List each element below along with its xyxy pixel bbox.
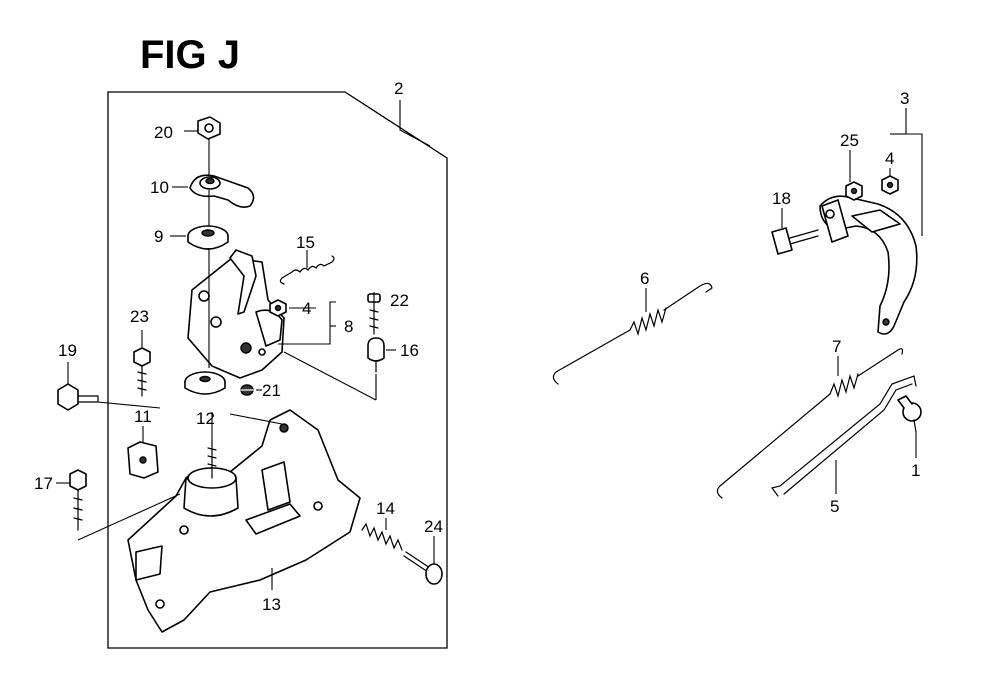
bolt-23 [133,347,151,397]
callout-5: 5 [830,497,839,516]
nut-4-left [269,299,287,317]
callout-15: 15 [296,233,315,252]
callout-11: 11 [134,407,152,426]
cam-plate-10 [189,174,255,208]
rod-5 [770,375,917,497]
figure-title: FIG J [140,33,240,77]
washer-12 [184,371,226,395]
callout-24: 24 [424,517,443,536]
fastener-1 [897,395,922,433]
bolt-19 [57,383,99,411]
spring-rod-7 [716,348,904,499]
governor-bracket-8 [187,249,285,379]
callout-19: 19 [58,341,77,360]
control-lever-3 [819,195,918,335]
nut-4-right [881,175,899,195]
callout-21: 21 [262,381,281,400]
callout-18: 18 [772,189,791,208]
callout-25: 25 [840,131,859,150]
washer-9 [187,225,229,250]
callout-8: 8 [344,317,353,336]
assembly-frame [107,91,448,649]
base-plate-13 [127,409,361,633]
bolt-17 [69,469,87,531]
callout-6: 6 [640,269,649,288]
callout-23: 23 [130,307,149,326]
pin-16 [367,337,385,373]
spring-rod-6 [552,282,713,385]
spring-14 [361,522,403,551]
callout-1: 1 [911,461,920,480]
clip-21 [240,384,254,396]
callout-2: 2 [394,79,403,98]
callout-13: 13 [262,595,281,614]
nut-11 [127,441,159,479]
callout-22: 22 [390,291,409,310]
callout-14: 14 [376,499,395,518]
callout-12: 12 [196,409,215,428]
callout-4-left: 4 [302,299,311,318]
callout-3: 3 [900,89,909,108]
left-leaders [56,100,435,590]
knob-18 [771,227,819,255]
callout-20: 20 [154,123,173,142]
screw-24 [403,551,443,585]
nut-20 [197,116,221,140]
nut-25 [845,181,863,201]
callout-9: 9 [154,227,163,246]
callout-10: 10 [150,178,169,197]
callout-17: 17 [34,474,53,493]
callout-labels: 20 10 9 15 4 22 8 16 23 19 21 12 11 17 1… [34,79,920,614]
callout-4-right: 4 [885,149,894,168]
callout-7: 7 [832,337,841,356]
spring-15 [279,255,335,285]
callout-16: 16 [400,341,419,360]
right-leaders [645,108,923,494]
